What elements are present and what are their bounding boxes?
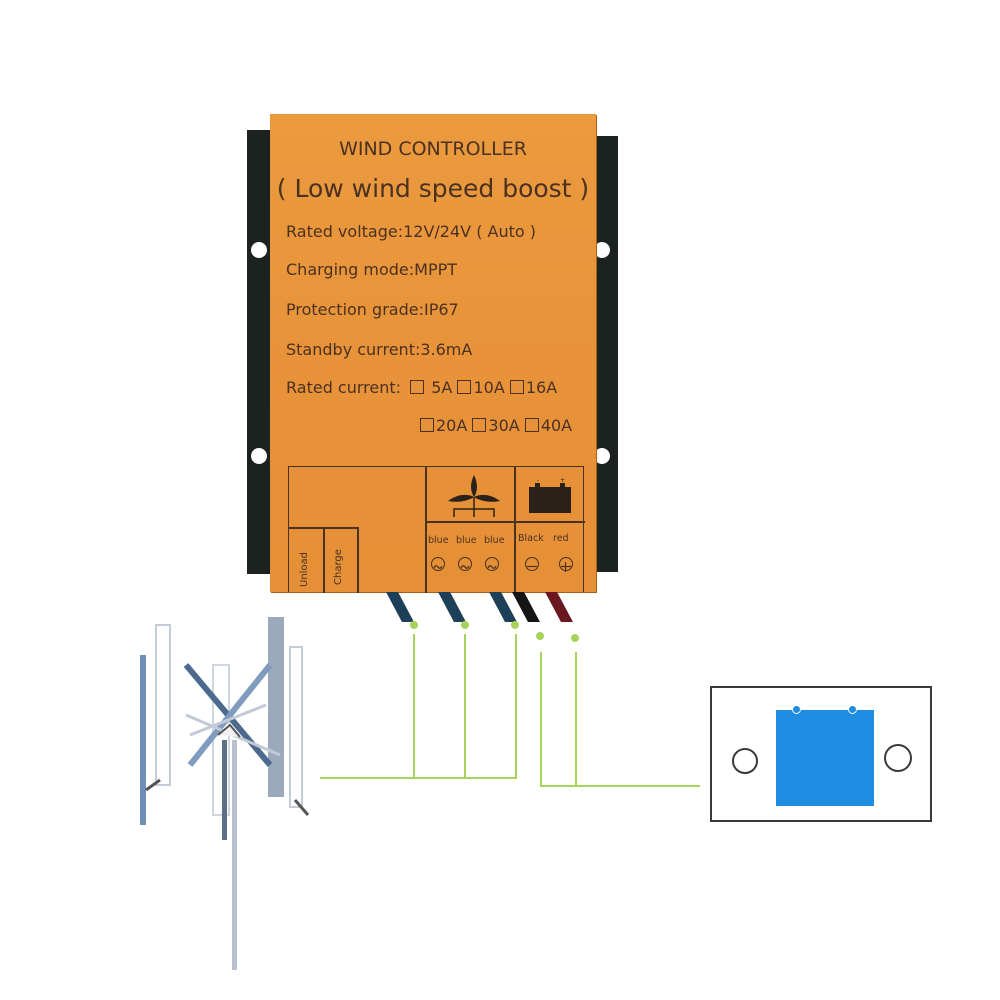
wind-turbine-illustration [140, 617, 310, 970]
wire-line [540, 652, 542, 787]
battery-hole-left [732, 748, 758, 774]
controller-title: WIND CONTROLLER [339, 138, 527, 160]
battery-hole-right [884, 744, 912, 772]
battery-terminal [848, 705, 857, 714]
connection-dot [511, 621, 519, 629]
wind-turbine-symbol-icon [448, 475, 500, 517]
battery-box [710, 686, 932, 822]
option-10a: 10A [457, 378, 505, 397]
left-mounting-plate [247, 130, 271, 574]
mounting-hole [594, 242, 610, 258]
terminal-panel: Unload Charge - + blue blue blue Black r… [288, 466, 585, 593]
mounting-hole [251, 242, 267, 258]
divider [357, 527, 359, 593]
divider [323, 527, 325, 593]
negative-terminal-icon [525, 557, 539, 571]
connection-dot [571, 634, 579, 642]
checkbox-icon [420, 418, 434, 432]
connection-dot [461, 621, 469, 629]
controller-subtitle: ( Low wind speed boost ) [276, 174, 590, 203]
spec-standby-current: Standby current:3.6mA [286, 340, 473, 359]
option-5a: 5A [410, 378, 452, 397]
wire-label-blue-1: blue [428, 535, 449, 546]
checkbox-icon [457, 380, 472, 394]
option-40a: 40A [524, 416, 572, 435]
black-wire [512, 592, 540, 622]
wire-line [413, 634, 415, 779]
checkbox-icon [509, 380, 524, 394]
wire-line [540, 785, 700, 787]
wire-label-red: red [553, 533, 569, 544]
ac-terminal-icon [458, 557, 472, 571]
charge-label: Charge [333, 549, 344, 585]
connection-dot [410, 621, 418, 629]
battery-terminal [792, 705, 801, 714]
connection-dot [536, 632, 544, 640]
positive-terminal-icon [559, 557, 573, 572]
checkbox-icon [472, 418, 487, 432]
wire-line [320, 777, 517, 779]
red-wire [545, 592, 573, 622]
blue-wire [489, 592, 517, 622]
divider [425, 521, 585, 523]
spec-rated-voltage: Rated voltage:12V/24V ( Auto ) [286, 222, 536, 241]
checkbox-icon [524, 418, 539, 432]
spec-charging-mode: Charging mode:MPPT [286, 260, 458, 279]
mounting-hole [594, 448, 610, 464]
svg-text:-: - [537, 477, 539, 484]
wire-line [575, 652, 577, 787]
option-16a: 16A [509, 378, 557, 397]
svg-text:+: + [560, 477, 565, 484]
unload-label: Unload [299, 551, 310, 587]
blue-wire [386, 592, 414, 622]
ac-terminal-icon [431, 557, 445, 571]
battery-block [776, 705, 874, 806]
ac-terminal-icon [485, 557, 499, 571]
blue-wire [438, 592, 466, 622]
rated-current-row2: 20A 30A 40A [420, 416, 572, 435]
right-mounting-plate [594, 136, 618, 572]
wind-controller-body: WIND CONTROLLER ( Low wind speed boost )… [270, 114, 596, 593]
wire-line [464, 634, 466, 779]
wire-label-blue-2: blue [456, 535, 477, 546]
option-30a: 30A [472, 416, 520, 435]
mounting-hole [251, 448, 267, 464]
option-20a: 20A [420, 416, 467, 435]
wire-label-blue-3: blue [484, 535, 505, 546]
wire-label-black: Black [518, 533, 544, 544]
battery-symbol-icon: - + [529, 477, 571, 513]
spec-rated-current: Rated current: 5A 10A 16A [286, 378, 558, 397]
divider [514, 467, 516, 593]
checkbox-icon [410, 380, 425, 394]
wire-line [515, 634, 517, 779]
spec-protection-grade: Protection grade:IP67 [286, 300, 459, 319]
divider [425, 467, 427, 593]
